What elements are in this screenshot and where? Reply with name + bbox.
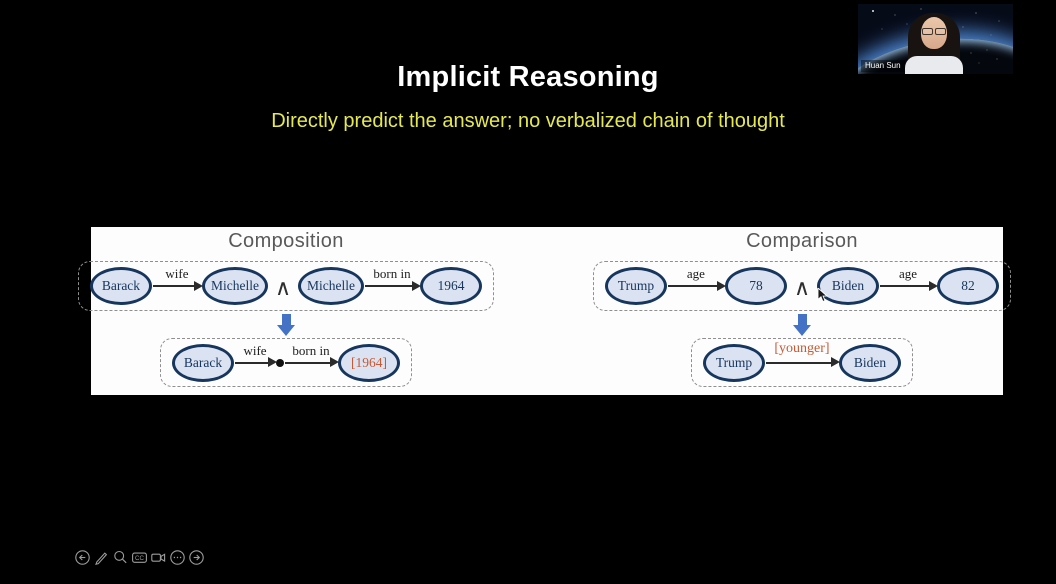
composition-section: Composition Barack wife Michelle ∧ Miche…: [77, 227, 547, 395]
edge-wife-arrow: wife: [152, 266, 203, 304]
intermediate-entity-dot: [276, 358, 284, 367]
starfield-background: [872, 10, 874, 12]
edge-age-label-2: age: [899, 266, 918, 281]
composition-conclusion-box: Barack wife born in [1964]: [160, 338, 412, 387]
previous-slide-icon[interactable]: [74, 549, 91, 566]
node-biden: Biden: [817, 267, 880, 305]
edge-age-label-1: age: [686, 266, 705, 281]
edge-wife-label-conclusion: wife: [243, 342, 267, 358]
svg-text:CC: CC: [135, 555, 144, 562]
edge-born-in-arrow-conclusion: born in: [284, 342, 339, 381]
presenter-video[interactable]: Huan Sun: [858, 4, 1013, 74]
node-trump-conclusion: Trump: [703, 343, 765, 382]
presenter-name-label: Huan Sun: [861, 60, 905, 72]
comparison-heading: Comparison: [746, 230, 858, 252]
presenter-face: [921, 17, 947, 49]
node-barack-conclusion: Barack: [172, 343, 234, 382]
closed-captions-icon[interactable]: CC: [131, 549, 148, 566]
composition-heading: Composition: [228, 230, 344, 252]
slide-title: Implicit Reasoning: [397, 61, 659, 93]
node-1964: 1964: [420, 267, 483, 305]
camera-icon[interactable]: [150, 549, 167, 566]
conjunction-symbol-2: ∧: [793, 274, 811, 300]
magnifier-zoom-icon[interactable]: [112, 549, 129, 566]
node-trump: Trump: [604, 267, 667, 305]
node-biden-conclusion: Biden: [839, 343, 901, 382]
next-slide-icon[interactable]: [188, 549, 205, 566]
conjunction-symbol: ∧: [274, 274, 292, 300]
edge-wife-arrow-conclusion: wife: [234, 342, 277, 381]
node-82: 82: [937, 267, 1000, 305]
pen-annotate-icon[interactable]: [93, 549, 110, 566]
composition-premise-box: Barack wife Michelle ∧ Michelle born in …: [77, 261, 495, 311]
edge-wife-label: wife: [165, 266, 189, 281]
node-78: 78: [724, 267, 787, 305]
edge-younger-arrow: [younger]: [765, 341, 840, 381]
edge-age-arrow-1: age: [667, 266, 726, 304]
edge-born-in-label-conclusion: born in: [292, 342, 330, 358]
node-answer-1964: [1964]: [338, 343, 400, 382]
node-barack: Barack: [89, 267, 152, 305]
edge-born-in-arrow: born in: [364, 266, 422, 304]
comparison-premise-box: Trump age 78 ∧ Biden age 82: [592, 261, 1012, 311]
node-michelle-2: Michelle: [298, 267, 365, 305]
implies-down-arrow-2: [793, 314, 811, 336]
figure-panel: Composition Barack wife Michelle ∧ Miche…: [77, 227, 1012, 395]
edge-age-arrow-2: age: [879, 266, 939, 304]
edge-younger-label: [younger]: [774, 340, 830, 356]
presenter-shirt: [905, 56, 963, 74]
implies-down-arrow: [277, 314, 295, 336]
presentation-toolbar: CC: [74, 549, 205, 566]
slide-subtitle: Directly predict the answer; no verbaliz…: [271, 110, 785, 132]
edge-born-in-label: born in: [373, 266, 411, 281]
comparison-conclusion-box: Trump [younger] Biden: [691, 338, 913, 387]
mouse-cursor: [817, 286, 829, 309]
more-options-icon[interactable]: [169, 549, 186, 566]
node-michelle-1: Michelle: [201, 267, 268, 305]
comparison-section: Comparison Trump age 78 ∧ Biden age 82: [547, 227, 1012, 395]
presenter-glasses: [922, 28, 946, 35]
